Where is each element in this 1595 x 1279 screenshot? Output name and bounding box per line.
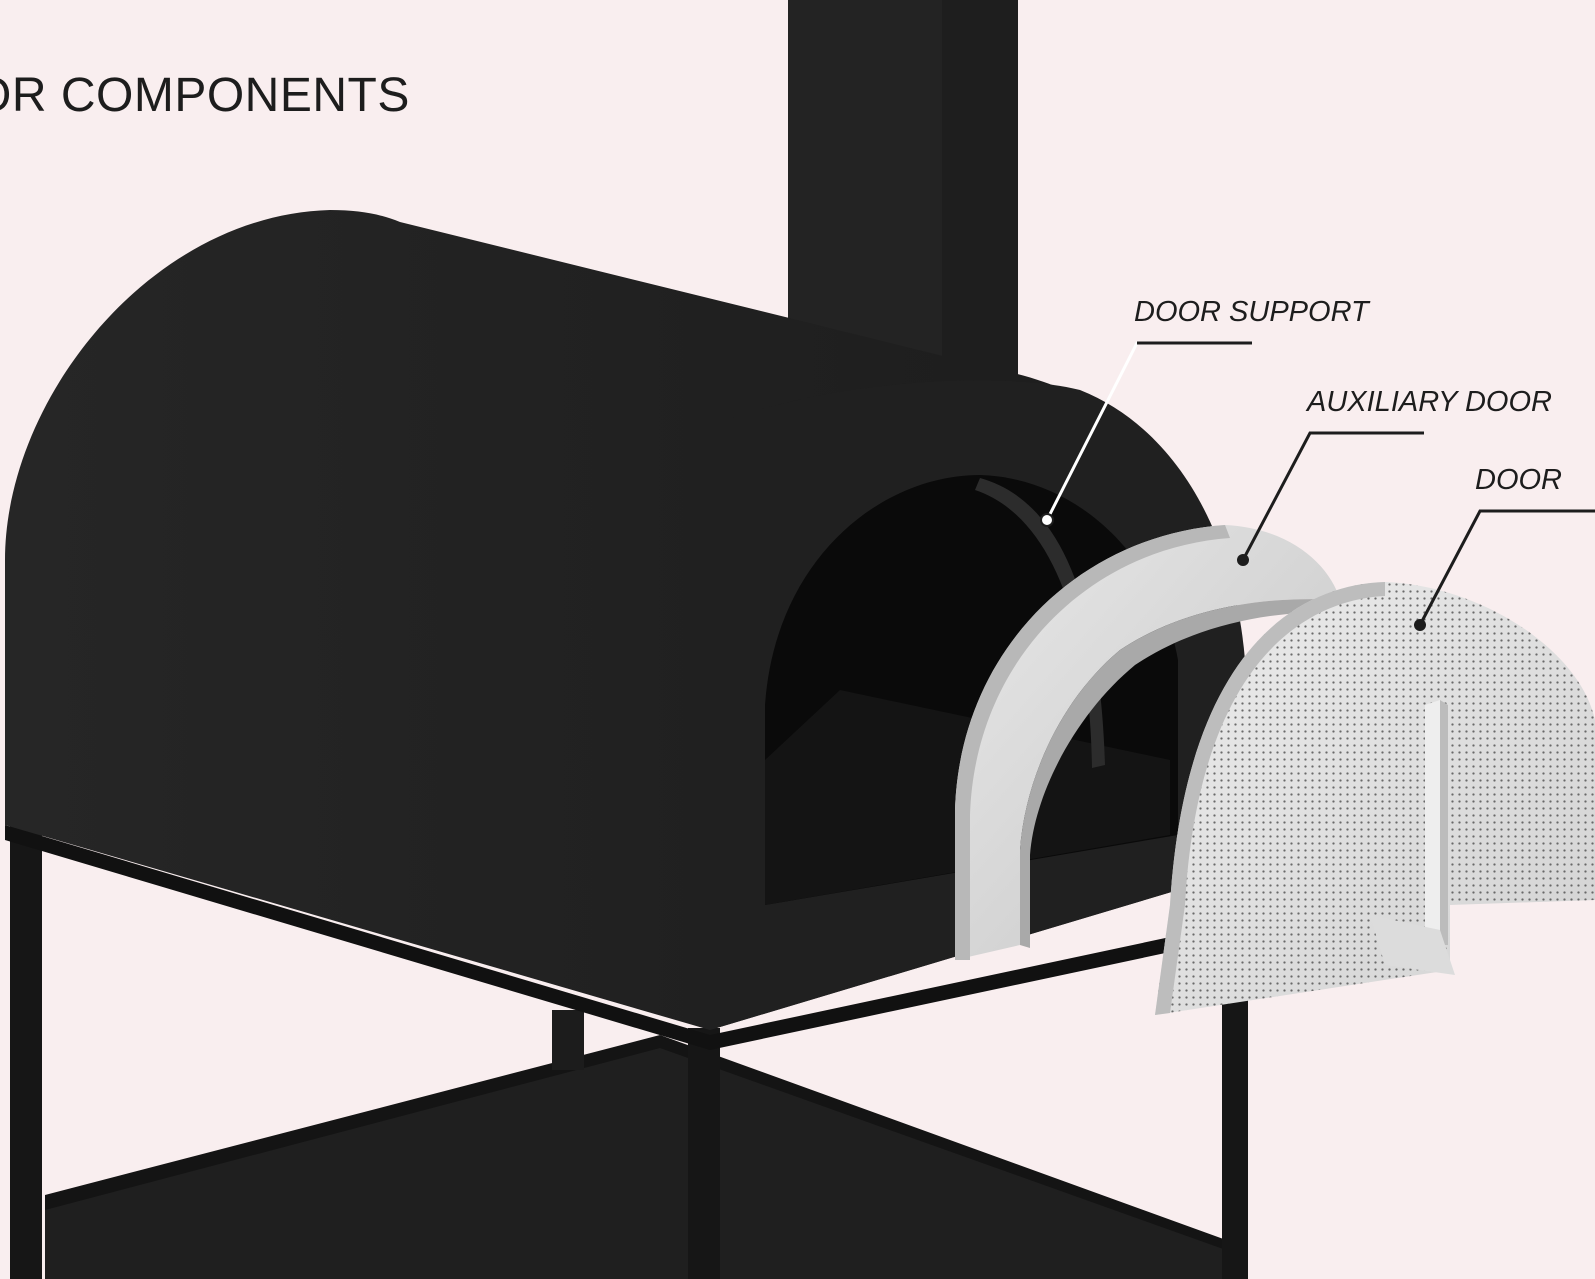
auxiliary-door-label: AUXILIARY DOOR <box>1307 386 1552 419</box>
page-title: OR COMPONENTS <box>0 68 410 123</box>
door-label: DOOR <box>1475 464 1562 497</box>
door-support-label: DOOR SUPPORT <box>1134 296 1369 329</box>
